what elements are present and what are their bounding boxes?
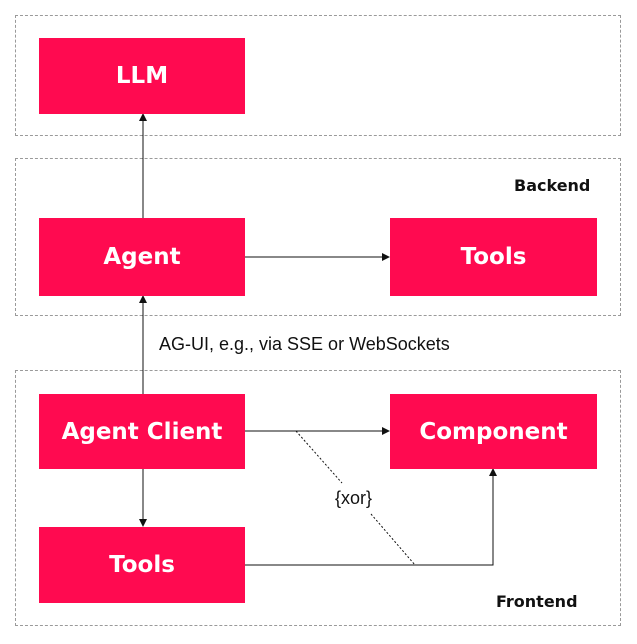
- frontend-tools-node: Tools: [39, 527, 245, 603]
- xor-link-lower: [370, 513, 416, 566]
- frontend-region: [15, 370, 621, 626]
- protocol-label: AG-UI, e.g., via SSE or WebSockets: [159, 334, 450, 354]
- xor-link-upper: [295, 430, 343, 484]
- agent-node: Agent: [39, 218, 245, 296]
- frontend-label: Frontend: [496, 592, 578, 611]
- xor-label: {xor}: [335, 488, 373, 508]
- llm-node: LLM: [39, 38, 245, 114]
- llm-region: [15, 15, 621, 136]
- agent-client-node: Agent Client: [39, 394, 245, 469]
- backend-tools-node: Tools: [390, 218, 597, 296]
- backend-region: [15, 158, 621, 316]
- component-node: Component: [390, 394, 597, 469]
- edge-tools-to-component: [244, 468, 497, 566]
- backend-label: Backend: [514, 176, 591, 195]
